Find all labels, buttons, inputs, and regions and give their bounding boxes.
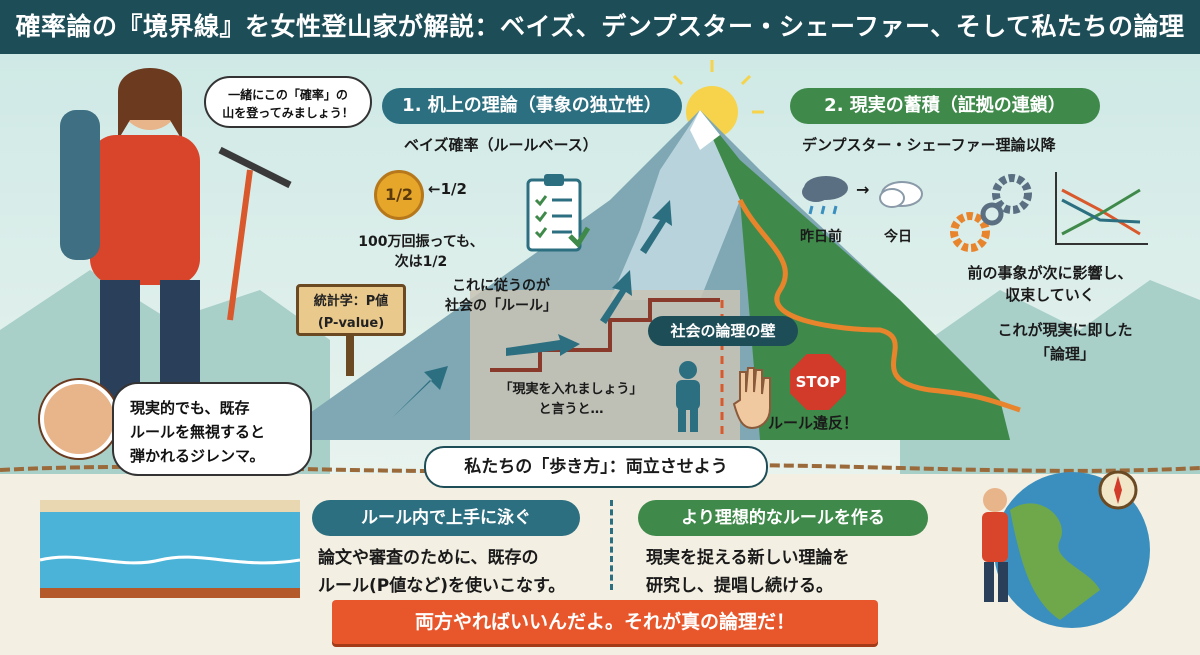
coin-icon: 1/2 <box>374 170 424 220</box>
pvalue-sign: 統計学：P値 (P-value) <box>296 284 406 336</box>
checklist-icon <box>526 174 590 252</box>
stop-sign-icon: STOP <box>790 354 846 410</box>
caption-line: 次は1/2 <box>394 254 448 270</box>
text-line: ルール(P値など)を使いこなす。 <box>318 576 566 596</box>
avatar <box>40 380 118 458</box>
today-label: 今日 <box>884 229 912 245</box>
quote-line: と言うと… <box>538 402 604 417</box>
line-chart-icon <box>1055 172 1148 245</box>
right-text: 現実を捉える新しい理論を 研究し、提唱し続ける。 <box>646 544 850 600</box>
climber-speech-bubble: 一緒にこの「確率」の 山を登ってみましょう！ <box>204 76 372 128</box>
sign-line: (P-value) <box>317 316 385 331</box>
violation-label: ルール違反！ <box>768 414 859 432</box>
gears-icon <box>950 174 1032 252</box>
walk-heading: 私たちの「歩き方」：両立させよう <box>424 446 768 488</box>
hand-icon <box>732 367 771 430</box>
dilemma-speech-bubble: 現実的でも、既存 ルールを無視すると 弾かれるジレンマ。 <box>112 382 312 476</box>
speech-line: 山を登ってみましょう！ <box>222 106 354 120</box>
wall-quote: 「現実を入れましょう」 と言うと… <box>486 380 656 420</box>
wall-label: 社会の論理の壁 <box>648 316 798 346</box>
compass-icon <box>1098 470 1138 510</box>
rain-cloud-icon <box>802 176 848 215</box>
speech-line: 弾かれるジレンマ。 <box>130 447 265 465</box>
caption-line: 社会の「ルール」 <box>445 298 557 314</box>
right-heading: より理想的なルールを作る <box>638 500 928 536</box>
coin-caption: 100万回振っても、 次は1/2 <box>336 232 506 272</box>
page-title: 確率論の『境界線』を女性登山家が解説：ベイズ、デンプスター・シェーファー、そして… <box>0 0 1200 54</box>
column-divider <box>610 500 613 590</box>
fraction-label: ←1/2 <box>428 180 467 198</box>
caption-line: 収束していく <box>1005 286 1095 304</box>
sign-line: 統計学：P値 <box>313 294 389 309</box>
text-line: 研究し、提唱し続ける。 <box>646 576 833 596</box>
influence-caption: 前の事象が次に影響し、 収束していく <box>950 262 1150 306</box>
caption-line: これが現実に即した <box>997 321 1133 339</box>
caption-line: 100万回振っても、 <box>358 234 484 250</box>
speech-line: 一緒にこの「確率」の <box>228 88 348 102</box>
rule-caption: これに従うのが 社会の「ルール」 <box>426 276 576 316</box>
speech-line: 現実的でも、既存 <box>130 399 250 417</box>
text-line: 現実を捉える新しい理論を <box>646 548 850 568</box>
caption-line: これに従うのが <box>452 278 550 294</box>
section1-heading: 1. 机上の理論（事象の独立性） <box>382 88 682 124</box>
cloud-icon <box>879 181 923 208</box>
person-icon <box>676 361 700 432</box>
hiker-illustration <box>982 488 1008 602</box>
reality-caption: これが現実に即した 「論理」 <box>970 318 1160 366</box>
arrow-glyph: → <box>856 180 870 199</box>
speech-line: ルールを無視すると <box>130 423 266 441</box>
conclusion-banner: 両方やればいいんだよ。それが真の論理だ！ <box>332 600 878 644</box>
section2-heading: 2. 現実の蓄積（証拠の連鎖） <box>790 88 1100 124</box>
section2-subheading: デンプスター・シェーファー理論以降 <box>802 136 1056 154</box>
section1-subheading: ベイズ確率（ルールベース） <box>404 136 598 154</box>
left-heading: ルール内で上手に泳ぐ <box>312 500 580 536</box>
sign-post <box>346 336 354 376</box>
globe-icon <box>994 472 1150 628</box>
quote-line: 「現実を入れましょう」 <box>499 382 643 397</box>
caption-line: 前の事象が次に影響し、 <box>967 264 1133 282</box>
left-text: 論文や審査のために、既存の ルール(P値など)を使いこなす。 <box>318 544 565 600</box>
text-line: 論文や審査のために、既存の <box>318 548 539 568</box>
pool-illustration <box>39 500 301 598</box>
caption-line: 「論理」 <box>1034 345 1095 363</box>
yesterday-label: 昨日前 <box>800 229 842 245</box>
